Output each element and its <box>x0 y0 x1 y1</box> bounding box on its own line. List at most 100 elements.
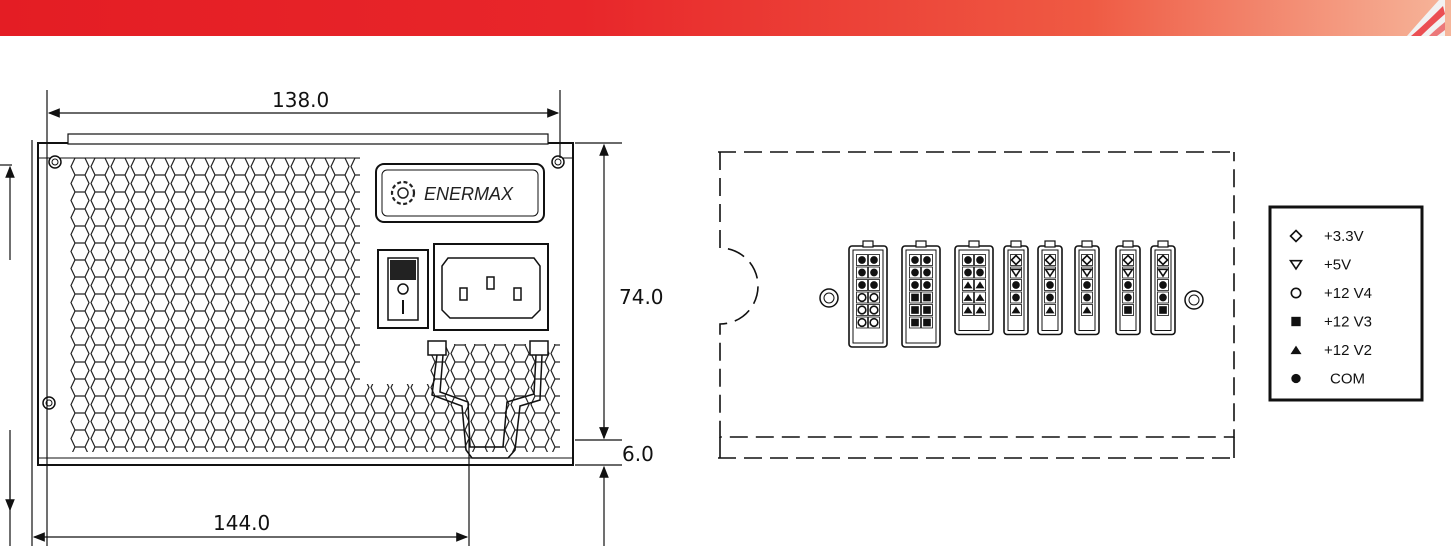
connector-24pin-a <box>848 240 888 348</box>
pin-square-filled <box>911 293 919 302</box>
pin-circle-filled <box>1124 281 1132 289</box>
pin-circle-filled <box>923 281 931 289</box>
pin-circle-filled <box>976 256 984 264</box>
connector-24pin-c <box>954 240 994 336</box>
pin-circle-filled <box>1012 293 1020 302</box>
pin-triangle-down <box>1081 268 1093 278</box>
pin-triangle-down <box>1044 268 1056 278</box>
screw-hole <box>48 155 62 169</box>
pin-circle-open <box>869 305 879 315</box>
psu-front-view: ENERMAX <box>37 133 574 466</box>
connector-6pin-1 <box>1003 240 1029 336</box>
pin-circle-open <box>869 317 879 328</box>
legend-item: +5V <box>1289 257 1351 274</box>
pin-circle-filled <box>858 256 866 264</box>
pin-triangle-up <box>1011 306 1021 314</box>
dim-height: 74.0 <box>619 285 664 309</box>
pin-circle-filled <box>858 268 866 277</box>
pin-circle-filled <box>870 281 878 289</box>
pin-triangle-up <box>963 306 973 314</box>
pin-circle-filled <box>911 256 919 264</box>
pin-triangle-up <box>1082 306 1092 314</box>
connector-6pin-4 <box>1115 240 1141 336</box>
pin-diamond <box>1157 254 1169 266</box>
connector-6pin-3 <box>1074 240 1100 336</box>
legend-item: +12 V4 <box>1290 285 1372 302</box>
connector-6pin-2 <box>1037 240 1063 336</box>
pin-diamond <box>1044 254 1056 266</box>
pin-triangle-up <box>975 281 985 289</box>
legend-item: COM <box>1291 371 1365 388</box>
pin-circle-filled <box>911 268 919 277</box>
legend-item: +12 V3 <box>1291 314 1372 331</box>
pin-square-filled <box>923 306 931 314</box>
pin-diamond <box>1122 254 1134 266</box>
psu-handle <box>427 340 549 459</box>
mounting-hole <box>1184 290 1204 310</box>
pin-circle-filled <box>1159 281 1167 289</box>
legend-label: COM <box>1330 371 1365 388</box>
pin-circle-open <box>857 292 867 303</box>
pin-square-filled <box>923 293 931 302</box>
pin-triangle-up <box>1045 306 1055 314</box>
pin-square-filled <box>911 306 919 314</box>
pin-triangle-down <box>1010 268 1022 278</box>
pin-circle-filled <box>964 256 972 264</box>
pin-circle-filled <box>1046 281 1054 289</box>
header-banner <box>0 0 1451 36</box>
legend-label: +12 V3 <box>1324 314 1372 331</box>
pin-triangle-down <box>1157 268 1169 278</box>
legend-label: +12 V4 <box>1324 285 1372 302</box>
pin-circle-filled <box>870 268 878 277</box>
ac-power-inlet <box>433 243 549 331</box>
dim-width-top: 138.0 <box>272 88 329 112</box>
gear-icon <box>390 180 416 206</box>
dim-width-bottom: 144.0 <box>213 511 270 535</box>
pin-circle-filled <box>923 256 931 264</box>
pin-circle-filled <box>858 281 866 289</box>
screw-hole <box>42 396 56 410</box>
pin-square-filled <box>1124 306 1132 314</box>
brand-badge <box>375 163 545 223</box>
pin-circle-filled <box>1159 293 1167 302</box>
pin-circle-open <box>857 305 867 315</box>
pin-square-filled <box>911 318 919 327</box>
pin-diamond <box>1010 254 1022 266</box>
mounting-hole <box>819 288 839 308</box>
brand-name: ENERMAX <box>424 184 514 204</box>
legend-symbol-circle-filled <box>1291 373 1301 384</box>
pin-circle-filled <box>923 268 931 277</box>
enermax-logo-icon <box>1407 0 1445 36</box>
legend-symbol-square-filled <box>1291 316 1301 327</box>
legend-symbol-diamond <box>1289 229 1303 243</box>
legend-label: +12 V2 <box>1324 342 1372 359</box>
legend-item: +3.3V <box>1289 228 1364 245</box>
pin-triangle-up <box>975 293 985 301</box>
pin-triangle-up <box>963 281 973 289</box>
power-switch <box>377 249 429 329</box>
legend-symbol-circle-open <box>1290 287 1302 299</box>
dim-offset: 6.0 <box>622 442 654 466</box>
pin-circle-filled <box>964 268 972 277</box>
pin-triangle-up <box>963 293 973 301</box>
pin-circle-filled <box>1012 281 1020 289</box>
pin-diamond <box>1081 254 1093 266</box>
pin-circle-filled <box>911 281 919 289</box>
legend-label: +3.3V <box>1324 228 1364 245</box>
pin-circle-filled <box>1083 293 1091 302</box>
connector-6pin-5 <box>1150 240 1176 336</box>
pin-triangle-down <box>1122 268 1134 278</box>
dimension-lines <box>0 90 622 546</box>
pin-circle-open <box>869 292 879 303</box>
pin-square-filled <box>1159 306 1167 314</box>
legend-item: +12 V2 <box>1290 342 1372 359</box>
pin-circle-open <box>857 317 867 328</box>
pin-circle-filled <box>976 268 984 277</box>
pin-square-filled <box>923 318 931 327</box>
screw-hole <box>551 155 565 169</box>
pin-legend: +3.3V +5V +12 V4 +12 V3 +12 V2 COM <box>1268 205 1424 402</box>
pin-circle-filled <box>1124 293 1132 302</box>
pin-circle-filled <box>870 256 878 264</box>
legend-symbol-triangle-up <box>1290 345 1302 355</box>
